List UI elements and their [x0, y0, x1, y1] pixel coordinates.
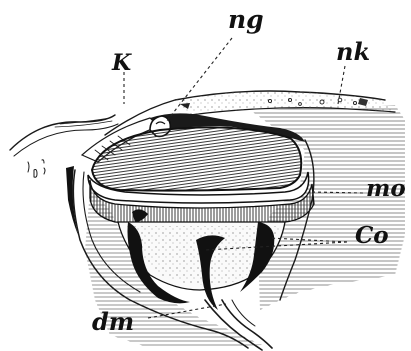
- label-mo: mo: [366, 175, 406, 202]
- left-fragments: [28, 160, 45, 177]
- label-dm: dm: [92, 307, 134, 336]
- label-nk: nk: [336, 37, 370, 66]
- label-ng: ng: [228, 5, 264, 34]
- stalk-inner: [232, 300, 255, 326]
- label-k: K: [111, 50, 132, 76]
- label-co: Co: [355, 222, 389, 249]
